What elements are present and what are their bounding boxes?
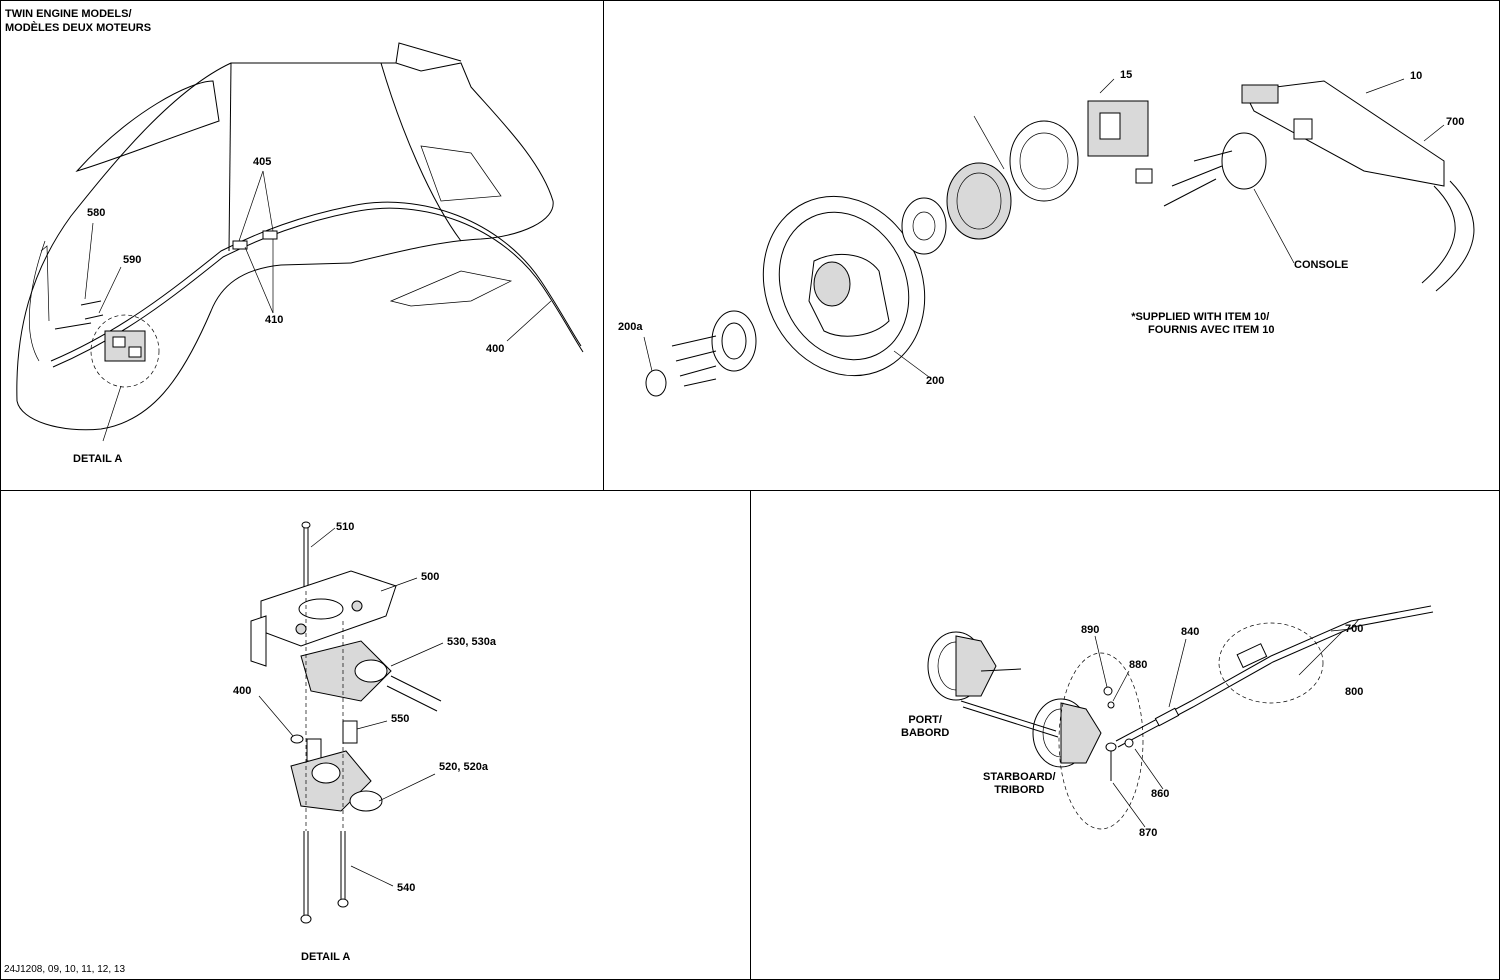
detail-a-label: DETAIL A xyxy=(73,453,123,465)
callout-530-530a: 530, 530a xyxy=(447,636,496,648)
callout-840: 840 xyxy=(1181,626,1200,638)
callout-500: 500 xyxy=(421,571,440,583)
callout-700: 700 xyxy=(1446,116,1465,128)
linkage-drawing xyxy=(927,605,1434,830)
callout-860: 860 xyxy=(1151,788,1170,800)
callout-15: 15 xyxy=(1120,69,1133,81)
panel-twin-engine-hull: TWIN ENGINE MODELS/ MODÈLES DEUX MOTEURS xyxy=(0,0,604,491)
callout-880: 880 xyxy=(1129,659,1148,671)
callout-405: 405 xyxy=(253,156,272,168)
callout-400: 400 xyxy=(486,343,505,355)
panel-header: TWIN ENGINE MODELS/ MODÈLES DEUX MOTEURS xyxy=(5,8,152,34)
hull-drawing xyxy=(16,42,584,442)
callout-800: 800 xyxy=(1345,686,1364,698)
callout-410: 410 xyxy=(265,314,284,326)
callout-510: 510 xyxy=(336,521,355,533)
callout-400: 400 xyxy=(233,685,252,697)
starboard-label: STARBOARD/ TRIBORD xyxy=(983,771,1056,796)
diagram-code: 24J1208, 09, 10, 11, 12, 13 xyxy=(4,964,126,975)
supplied-note: *SUPPLIED WITH ITEM 10/ FOURNIS AVEC ITE… xyxy=(1131,311,1275,336)
panel-detail-a: 510 500 530, 530a 400 550 520, 520a 540 … xyxy=(0,490,751,980)
callout-890: 890 xyxy=(1081,624,1100,636)
callout-console: CONSOLE xyxy=(1294,259,1349,271)
callout-590: 590 xyxy=(123,254,142,266)
panel-steering-wheel: 15 10 700 200a 200 CONSOLE *SUPPLIED WIT… xyxy=(603,0,1500,491)
callout-700: 700 xyxy=(1345,623,1364,635)
detail-a-drawing xyxy=(250,521,444,924)
callout-200a: 200a xyxy=(618,321,643,333)
callout-580: 580 xyxy=(87,207,106,219)
callout-870: 870 xyxy=(1139,827,1158,839)
port-label: PORT/ BABORD xyxy=(901,714,950,739)
callout-10: 10 xyxy=(1410,70,1423,82)
detail-a-label: DETAIL A xyxy=(301,951,351,963)
callout-550: 550 xyxy=(391,713,410,725)
callout-520-520a: 520, 520a xyxy=(439,761,488,773)
callout-540: 540 xyxy=(397,882,416,894)
asterisk-mark: * xyxy=(1131,311,1136,323)
panel-steering-linkage: 890 880 840 700 800 860 870 PORT/ BABORD… xyxy=(750,490,1500,980)
callout-200: 200 xyxy=(926,375,945,387)
steering-drawing xyxy=(643,78,1475,397)
